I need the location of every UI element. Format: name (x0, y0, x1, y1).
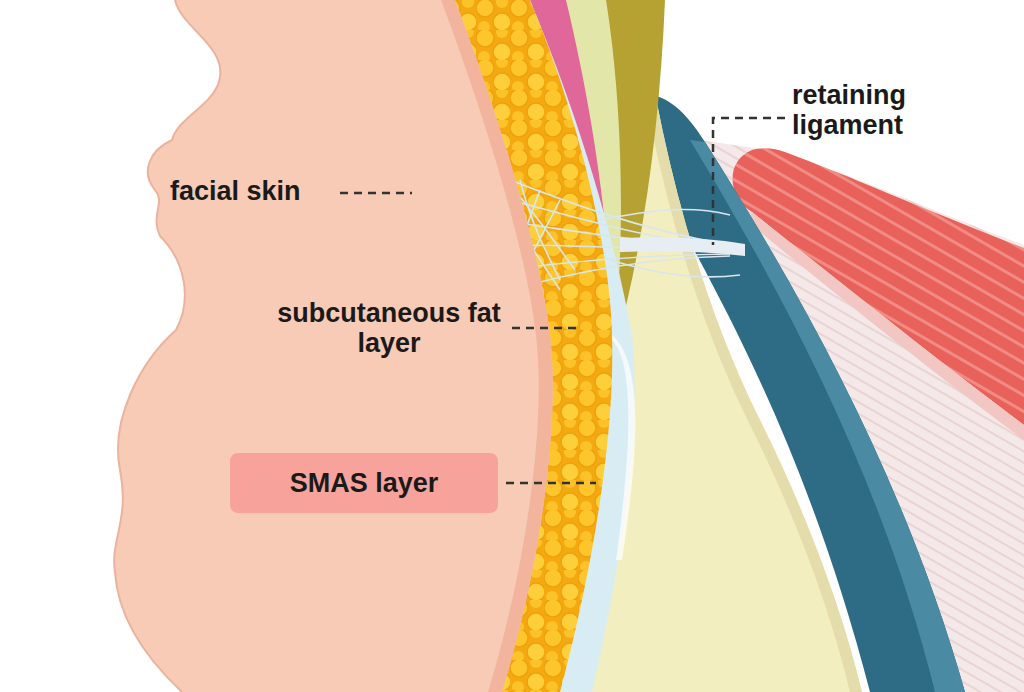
leader-line (713, 118, 785, 245)
label-box: SMAS layer (230, 453, 498, 513)
part-label: facial skin (170, 176, 301, 206)
box-label: SMAS layer (290, 468, 439, 498)
part-label: subcutaneous fat layer (266, 298, 512, 358)
part-label: retaining ligament (792, 80, 952, 140)
leader-line (512, 327, 582, 330)
leader-line (340, 192, 412, 195)
leader-line (506, 482, 596, 485)
